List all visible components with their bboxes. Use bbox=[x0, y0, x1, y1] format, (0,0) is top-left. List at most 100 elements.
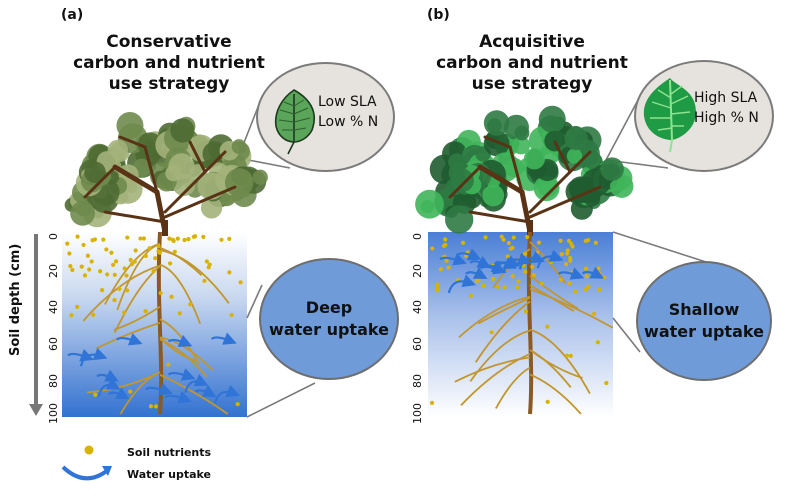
nutrient-dot bbox=[175, 236, 180, 241]
nutrient-dot bbox=[98, 269, 103, 274]
lateral-root bbox=[159, 336, 214, 372]
tree-branch bbox=[188, 140, 207, 174]
panel-label-b: (b) bbox=[427, 7, 450, 23]
nutrient-dot bbox=[536, 240, 542, 245]
nutrient-dot bbox=[112, 298, 117, 303]
tree-branch bbox=[483, 135, 512, 149]
nutrient-dot bbox=[125, 235, 130, 240]
nutrient-dot bbox=[430, 246, 435, 251]
tick-a-60: 60 bbox=[47, 337, 60, 351]
lateral-root bbox=[159, 249, 230, 304]
nutrient-dot bbox=[567, 281, 572, 286]
water-callout-a: Deep water uptake bbox=[259, 258, 399, 380]
tick-b-0: 0 bbox=[411, 233, 424, 240]
nutrient-dot bbox=[65, 241, 70, 246]
soil-nutrient-dot-icon bbox=[84, 445, 94, 455]
lateral-root bbox=[159, 338, 208, 378]
water-arrow bbox=[447, 274, 477, 294]
lateral-root bbox=[159, 373, 229, 415]
lateral-root bbox=[529, 328, 591, 395]
nutrient-dot bbox=[87, 267, 92, 272]
canopy-foliage bbox=[533, 175, 560, 202]
leaf-trait-n: High % N bbox=[694, 110, 759, 126]
canopy-foliage bbox=[464, 191, 482, 209]
bright-green-leaf-icon bbox=[643, 78, 696, 153]
nutrient-dot bbox=[158, 291, 163, 296]
lateral-root bbox=[529, 284, 575, 312]
nutrient-dot bbox=[481, 283, 486, 288]
nutrient-dot bbox=[438, 267, 443, 272]
tree-branch bbox=[112, 164, 160, 195]
nutrient-dot bbox=[505, 254, 510, 259]
nutrient-dot bbox=[511, 235, 516, 240]
nutrient-dot bbox=[468, 293, 474, 298]
nutrient-dot bbox=[111, 262, 116, 268]
canopy-foliage bbox=[538, 105, 566, 133]
tree-acquisitive bbox=[415, 105, 634, 236]
nutrient-dot bbox=[570, 244, 575, 249]
nutrient-dot bbox=[568, 255, 573, 261]
nutrient-dot bbox=[229, 312, 234, 318]
lateral-root bbox=[460, 353, 531, 406]
nutrient-dot bbox=[545, 399, 550, 404]
canopy-foliage bbox=[483, 110, 510, 136]
title-line: use strategy bbox=[471, 74, 593, 94]
nutrient-dot bbox=[559, 252, 564, 257]
title-line: use strategy bbox=[108, 74, 230, 94]
lateral-root bbox=[86, 371, 161, 394]
nutrient-dot bbox=[227, 236, 232, 241]
nutrient-dot bbox=[105, 272, 110, 277]
nutrient-dot bbox=[148, 404, 154, 409]
nutrient-dot bbox=[89, 259, 94, 264]
nutrient-dot bbox=[558, 277, 563, 282]
lateral-root bbox=[529, 288, 614, 329]
title-line: carbon and nutrient bbox=[73, 53, 265, 73]
tick-b-100: 100 bbox=[411, 403, 424, 424]
canopy-foliage bbox=[224, 168, 254, 197]
nutrient-dot bbox=[113, 259, 119, 264]
nutrient-dot bbox=[153, 256, 158, 261]
nutrient-dot bbox=[202, 278, 207, 283]
nutrient-dot bbox=[597, 287, 602, 292]
water-arrow bbox=[536, 249, 564, 269]
nutrient-dot bbox=[188, 302, 193, 307]
nutrient-dot bbox=[502, 284, 507, 290]
nutrient-dot bbox=[109, 250, 114, 255]
nutrient-dot bbox=[584, 274, 589, 279]
tick-b-40: 40 bbox=[411, 300, 424, 314]
nutrient-dot bbox=[602, 275, 607, 280]
nutrient-dot bbox=[499, 234, 504, 239]
lateral-root bbox=[529, 274, 579, 310]
nutrient-dot bbox=[90, 238, 95, 243]
tree-branch bbox=[103, 210, 167, 224]
lateral-root bbox=[469, 329, 531, 382]
water-uptake-arrow-icon bbox=[61, 465, 110, 481]
tick-a-80: 80 bbox=[47, 374, 60, 388]
water-arrow bbox=[164, 391, 192, 404]
water-arrow bbox=[469, 255, 492, 268]
nutrient-dot bbox=[81, 242, 86, 248]
nutrient-dot bbox=[129, 262, 134, 267]
nutrient-dot bbox=[535, 250, 540, 255]
nutrient-dot bbox=[596, 266, 601, 271]
canopy-foliage bbox=[252, 169, 268, 185]
water-arrow bbox=[456, 248, 482, 261]
nutrient-dot bbox=[429, 400, 435, 406]
leaf-traits-a: Low SLA Low % N bbox=[318, 92, 378, 132]
nutrient-dot bbox=[476, 278, 481, 283]
nutrient-dot bbox=[204, 259, 209, 264]
leaf-callout-a: Low SLA Low % N bbox=[256, 62, 395, 172]
nutrient-dot bbox=[167, 236, 172, 241]
water-arrow bbox=[194, 385, 217, 398]
nutrient-dot bbox=[583, 287, 589, 292]
canopy-foliage bbox=[84, 161, 106, 184]
tick-b-80: 80 bbox=[411, 374, 424, 388]
water-arrow bbox=[503, 252, 532, 272]
nutrient-dot bbox=[75, 304, 80, 309]
nutrient-dot bbox=[122, 266, 127, 271]
water-arrow bbox=[144, 383, 173, 396]
tree-branch bbox=[568, 150, 592, 174]
lateral-root bbox=[474, 300, 531, 363]
nutrient-dot bbox=[495, 284, 501, 289]
